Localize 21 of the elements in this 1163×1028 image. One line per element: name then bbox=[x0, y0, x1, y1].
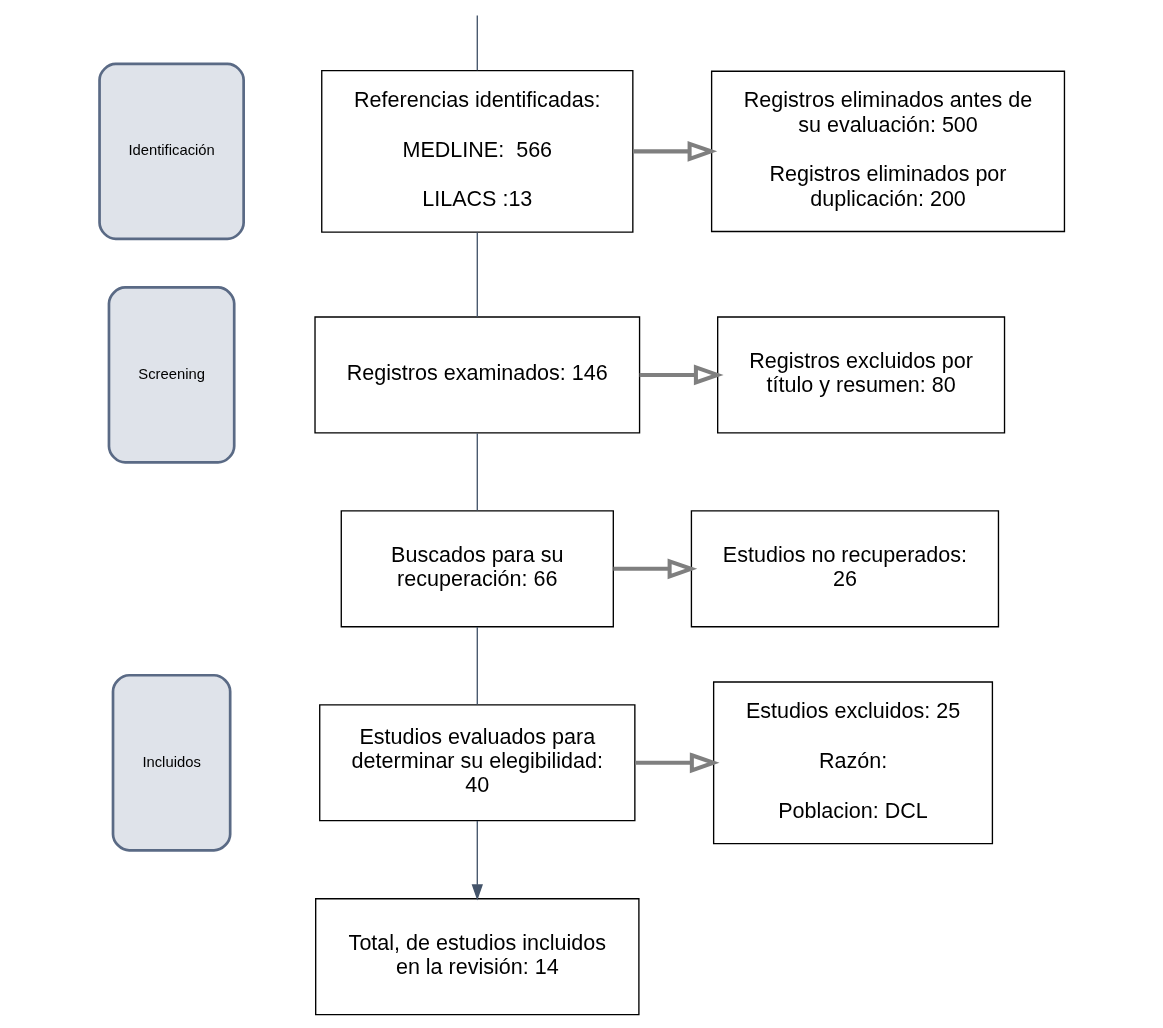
node-box: Referencias identificadas: MEDLINE: 566 LILACS :13 bbox=[320, 69, 633, 233]
node-box: Registros excluidos por título y resumen: 80 bbox=[716, 315, 1005, 433]
node-box: Estudios evaluados para determinar su elegibilidad: 40 bbox=[318, 703, 636, 821]
arrow bbox=[612, 557, 697, 579]
arrow bbox=[632, 140, 717, 162]
connector bbox=[476, 14, 478, 71]
connector bbox=[476, 625, 478, 705]
node-box: Identificación bbox=[97, 62, 245, 240]
node-box: Estudios excluidos: 25 Razón: Poblacion: DCL bbox=[712, 680, 993, 844]
node-box: Buscados para su recuperación: 66 bbox=[340, 509, 614, 627]
arrow bbox=[634, 751, 719, 773]
node-box: Total, de estudios incluidos en la revisión: 14 bbox=[314, 897, 640, 1015]
connector bbox=[476, 431, 478, 511]
node-box: Incluidos bbox=[111, 673, 231, 852]
connector bbox=[476, 231, 478, 317]
node-box: Screening bbox=[107, 285, 236, 464]
arrow bbox=[471, 819, 483, 900]
node-box: Registros examinados: 146 bbox=[313, 315, 640, 433]
node-box: Estudios no recuperados: 26 bbox=[690, 509, 999, 627]
node-box: Registros eliminados antes de su evaluación: 500 Registros eliminados por duplicación: 200 bbox=[710, 70, 1065, 232]
arrow bbox=[639, 364, 724, 385]
